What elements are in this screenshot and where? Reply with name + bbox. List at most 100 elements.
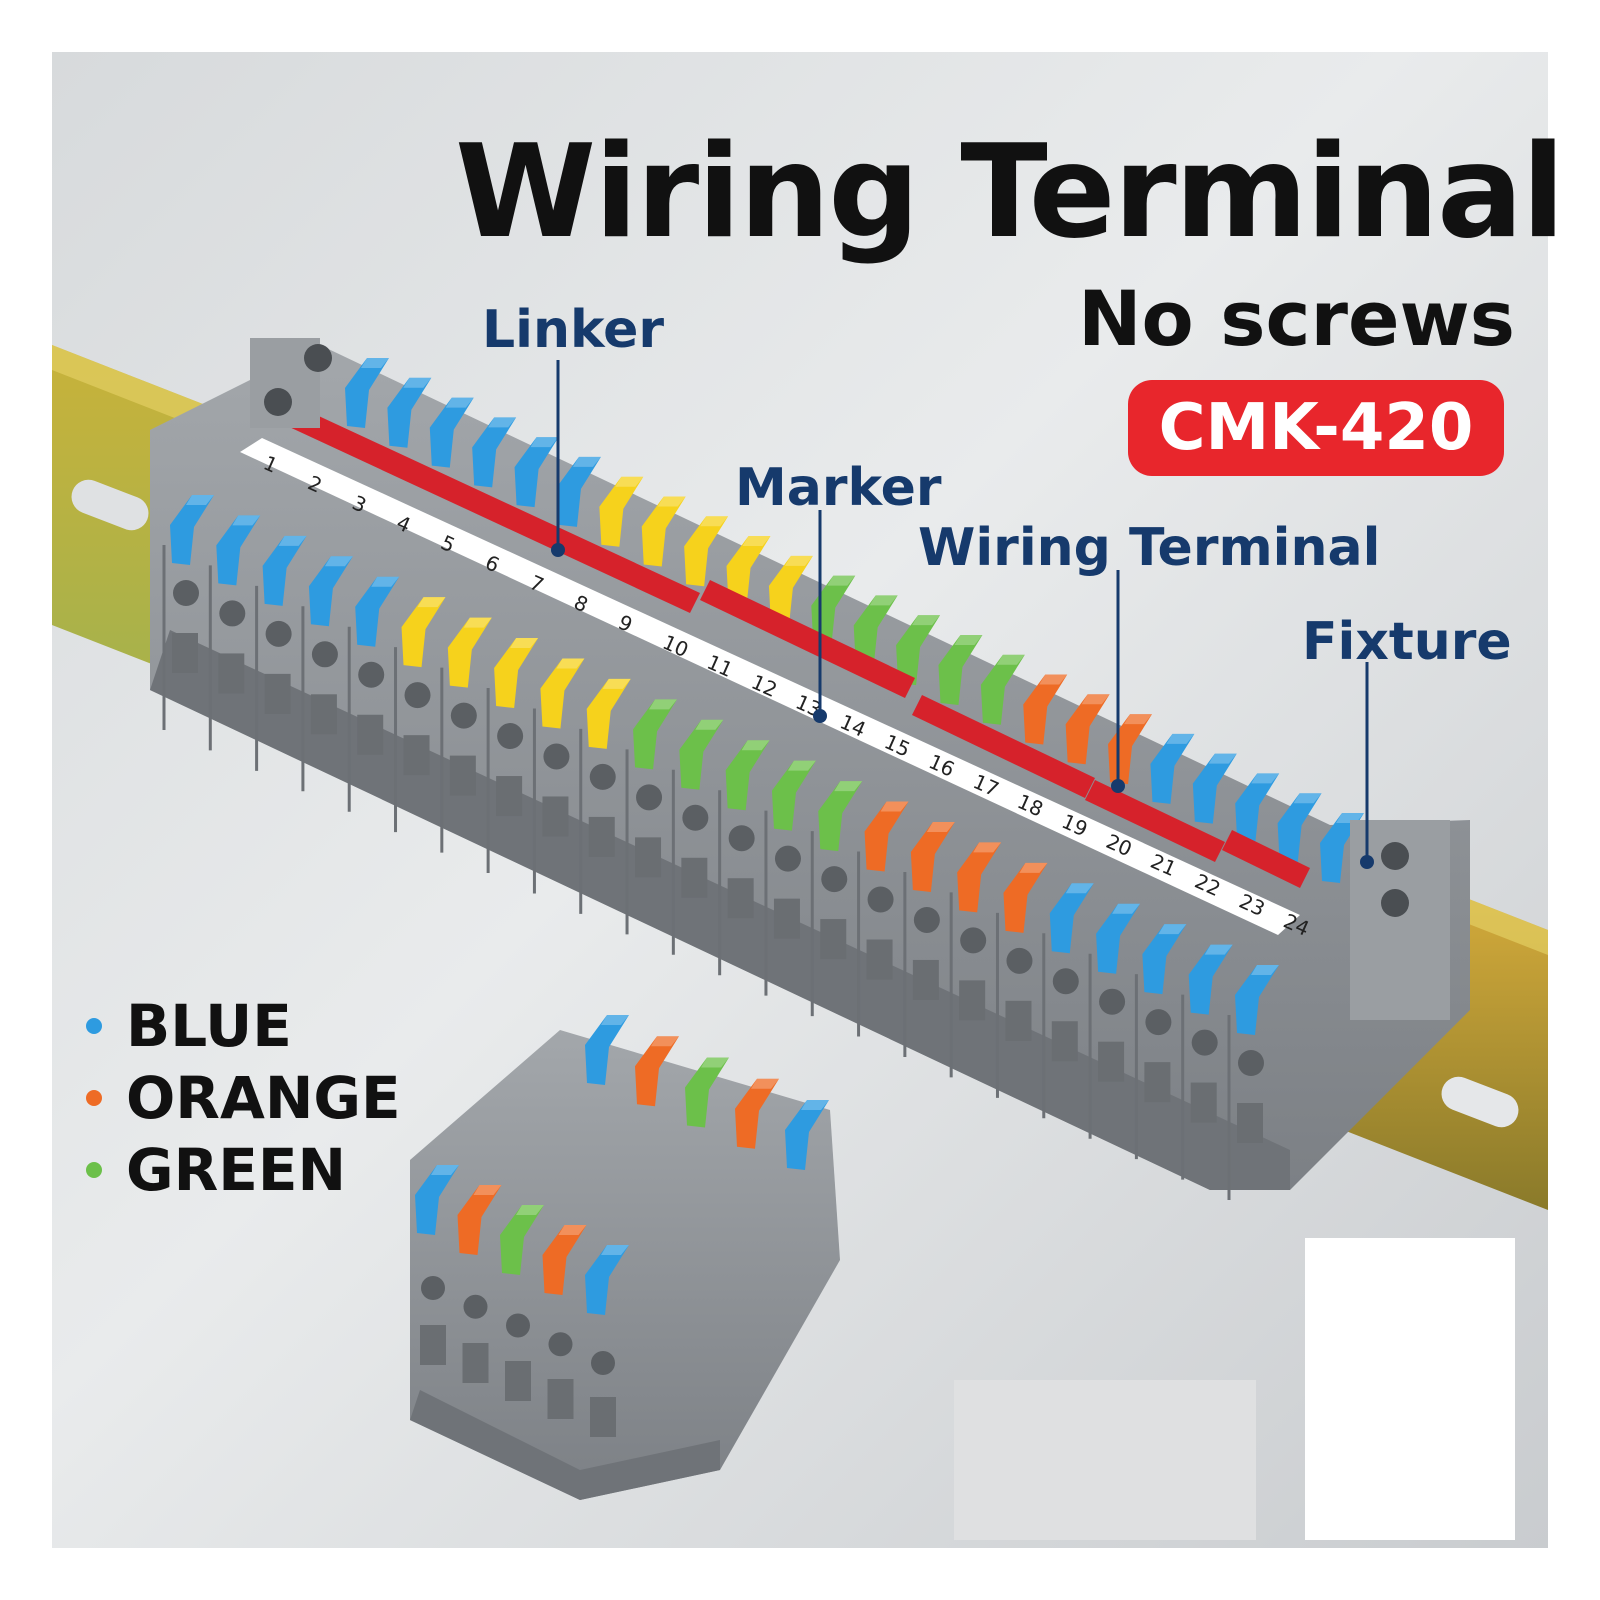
- wire-slot: [773, 898, 800, 939]
- rail-slot: [1441, 1076, 1519, 1128]
- wire-hole: [358, 661, 385, 688]
- wire-hole: [774, 845, 801, 872]
- lever: [355, 576, 400, 647]
- lever: [811, 575, 856, 646]
- lever-highlight: [695, 719, 724, 730]
- wire-slot: [1190, 1082, 1217, 1123]
- lever-highlight: [1166, 733, 1195, 744]
- lever-highlight: [751, 1078, 779, 1089]
- wire-hole: [497, 723, 524, 750]
- lever-highlight: [1293, 793, 1322, 804]
- lever-highlight: [996, 654, 1025, 665]
- lever-highlight: [651, 1036, 679, 1047]
- lever-highlight: [403, 377, 432, 388]
- lever: [387, 377, 432, 448]
- wire-slot: [264, 673, 291, 714]
- wire-hole: [591, 1351, 615, 1375]
- lever-highlight: [417, 597, 446, 608]
- legend-label: BLUE: [126, 992, 292, 1060]
- lever: [585, 1245, 629, 1315]
- wire-hole: [728, 825, 755, 852]
- wire-hole: [548, 1332, 573, 1357]
- wire-slot: [172, 633, 198, 673]
- lever-highlight: [232, 515, 261, 526]
- page-subtitle: No screws: [1077, 274, 1515, 363]
- lever: [401, 597, 446, 668]
- callout-fixture: Fixture: [1302, 612, 1512, 672]
- lever-highlight: [324, 556, 353, 567]
- lever: [1277, 793, 1322, 864]
- wire-slot: [449, 755, 476, 796]
- lever-highlight: [1124, 714, 1153, 725]
- lever-highlight: [601, 1245, 629, 1255]
- lever: [726, 536, 771, 607]
- lever-highlight: [1039, 674, 1068, 685]
- wire-hole: [173, 580, 199, 606]
- lever-highlight: [1208, 753, 1237, 764]
- lever-highlight: [869, 595, 898, 606]
- wire-hole: [265, 620, 292, 647]
- wire-hole: [913, 906, 940, 933]
- wire-hole: [450, 702, 477, 729]
- lever: [500, 1205, 544, 1275]
- wire-slot: [1144, 1062, 1171, 1103]
- lever-highlight: [463, 617, 492, 628]
- lever-highlight: [801, 1100, 829, 1110]
- fixture-screw: [1381, 889, 1409, 917]
- lever-highlight: [880, 801, 909, 812]
- lever: [685, 1057, 729, 1128]
- lever: [1096, 903, 1141, 974]
- wire-hole: [1006, 947, 1033, 974]
- lever: [725, 740, 770, 811]
- callout-linker: Linker: [482, 300, 665, 360]
- lever-highlight: [1019, 862, 1048, 873]
- lever-highlight: [954, 634, 983, 645]
- orange-dot-icon: [86, 1090, 102, 1106]
- lever-highlight: [488, 417, 517, 428]
- lever: [447, 617, 492, 688]
- wire-hole: [1238, 1050, 1264, 1076]
- lever-highlight: [649, 699, 678, 710]
- wire-slot: [547, 1379, 574, 1419]
- lever-highlight: [445, 397, 474, 408]
- lever: [415, 1165, 459, 1235]
- fixture-screw: [264, 388, 292, 416]
- wire-slot: [635, 837, 662, 878]
- lever: [1235, 773, 1280, 844]
- lever: [1142, 924, 1187, 995]
- linker-bar: [912, 695, 1095, 798]
- lever-highlight: [615, 476, 644, 487]
- blue-dot-icon: [86, 1018, 102, 1034]
- lever: [896, 615, 941, 686]
- lever: [542, 1225, 587, 1295]
- lever-highlight: [361, 358, 389, 368]
- wire-slot: [420, 1325, 446, 1365]
- blank-overlay: [1305, 1238, 1515, 1540]
- lever: [1065, 694, 1110, 765]
- fixture-screw: [304, 344, 332, 372]
- lever: [170, 495, 214, 565]
- lever-highlight: [186, 495, 214, 505]
- lever: [771, 760, 816, 831]
- wire-hole: [311, 641, 338, 668]
- lever-highlight: [1158, 924, 1187, 935]
- lever-highlight: [516, 1205, 544, 1215]
- wire-hole: [1145, 1009, 1172, 1036]
- marker-strip: [240, 438, 1300, 935]
- lever-highlight: [278, 535, 307, 546]
- lever-highlight: [1251, 773, 1280, 784]
- fixture-left: [250, 338, 332, 428]
- page-title: Wiring Terminal: [455, 118, 1565, 267]
- wire-slot: [820, 919, 847, 960]
- wire-hole: [543, 743, 570, 770]
- wire-hole: [1052, 968, 1079, 995]
- lever: [735, 1078, 779, 1149]
- linker-bar: [285, 405, 700, 613]
- lever: [514, 437, 559, 508]
- lever-highlight: [601, 1015, 629, 1025]
- lever: [308, 556, 353, 627]
- legend-label: GREEN: [126, 1136, 347, 1204]
- wire-hole: [960, 927, 987, 954]
- blank-overlay: [954, 1380, 1256, 1540]
